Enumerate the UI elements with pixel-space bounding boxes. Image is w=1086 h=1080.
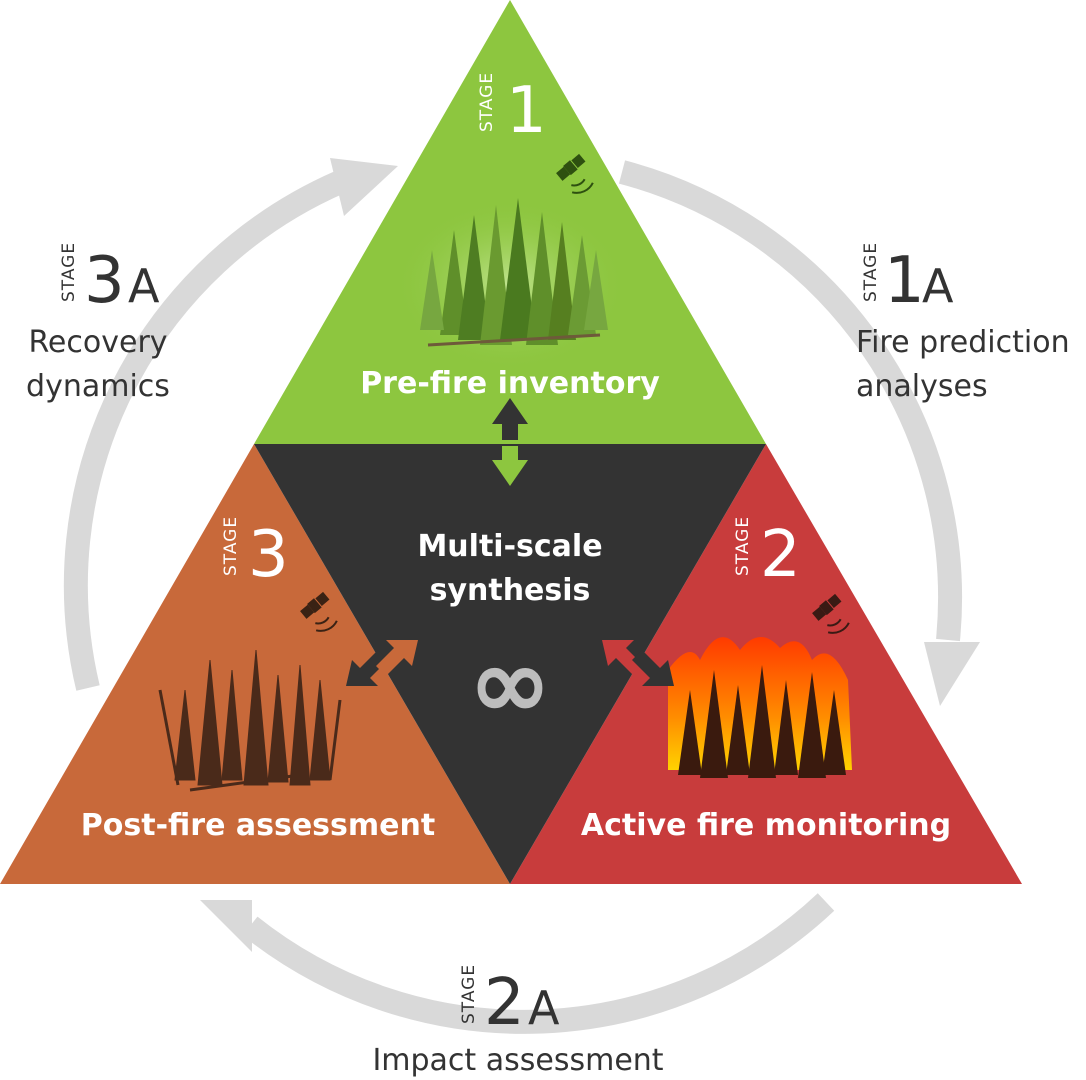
stage3a-caption-line1: Recovery <box>28 325 167 360</box>
stage1a-number: 1 <box>884 244 925 318</box>
double-arrow-icon <box>602 640 674 686</box>
stage1a-word: STAGE <box>861 242 881 302</box>
center-title-line2: synthesis <box>430 573 591 608</box>
stage2a-number: 2 <box>484 966 525 1040</box>
satellite-icon <box>812 593 850 634</box>
stage1-word: STAGE <box>477 72 497 132</box>
center-triangle <box>254 444 766 884</box>
cycle-arrow-icon <box>242 893 835 1034</box>
stage3-title: Post-fire assessment <box>81 808 435 843</box>
cycle-arrow-icon <box>618 160 962 642</box>
stage2-word: STAGE <box>733 516 753 576</box>
cycle-arrows <box>63 160 962 1034</box>
stage3-word: STAGE <box>221 516 241 576</box>
stage1a-suffix: A <box>922 259 954 313</box>
infinity-icon: ∞ <box>468 625 551 742</box>
stage2-title: Active fire monitoring <box>581 808 951 843</box>
stage2a-suffix: A <box>528 981 560 1035</box>
satellite-icon <box>556 153 594 194</box>
stage2a-word: STAGE <box>459 964 479 1024</box>
cycle-arrow-icon <box>63 171 345 691</box>
stage1a-caption-line2: analyses <box>856 369 988 404</box>
burnt-forest-icon <box>158 649 342 792</box>
stage1-number: 1 <box>506 74 547 148</box>
stage1a-caption-line1: Fire prediction <box>856 325 1070 360</box>
burning-forest-icon <box>668 636 852 778</box>
stage2-number: 2 <box>760 518 801 592</box>
double-arrow-icon <box>492 398 528 486</box>
stage3a-number: 3 <box>84 244 125 318</box>
satellite-icon <box>300 591 338 632</box>
stage3-number: 3 <box>248 518 289 592</box>
stage2a-caption: Impact assessment <box>372 1043 663 1078</box>
center-title-line1: Multi-scale <box>417 529 602 564</box>
stage3a-caption-line2: dynamics <box>26 369 170 404</box>
stage3a-suffix: A <box>128 259 160 313</box>
forest-icon <box>420 198 608 347</box>
cycle-arrow-icon <box>200 900 252 952</box>
cycle-arrow-icon <box>924 642 980 706</box>
double-arrow-icon <box>346 640 418 686</box>
stage1-title: Pre-fire inventory <box>360 366 660 401</box>
stage3a-word: STAGE <box>59 242 79 302</box>
cycle-arrowheads <box>200 158 980 952</box>
cycle-arrow-icon <box>330 158 398 216</box>
